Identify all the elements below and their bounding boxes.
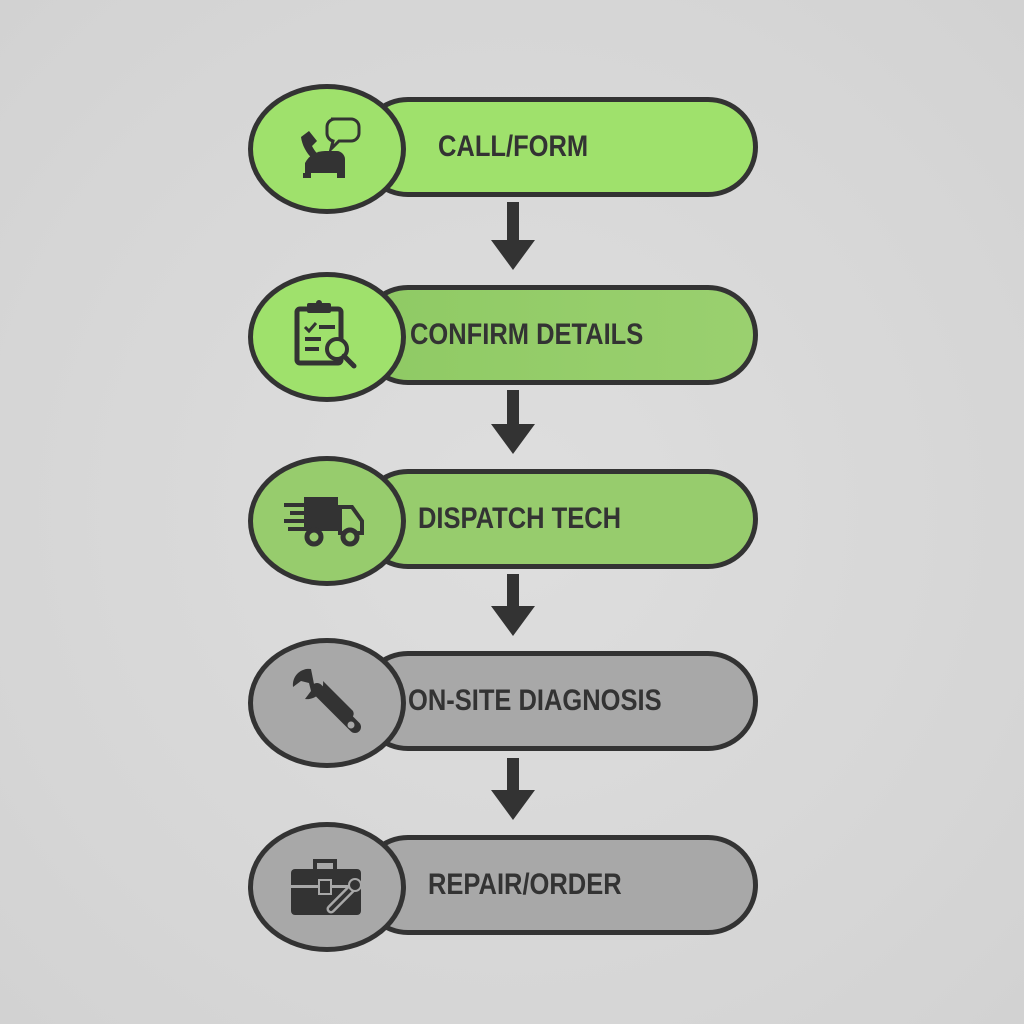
step-call-form: CALL/FORM (248, 84, 764, 216)
step-label: REPAIR/ORDER (428, 868, 622, 901)
clipboard-search-icon (291, 299, 363, 375)
step-icon-circle (248, 638, 406, 768)
phone-chat-icon (291, 113, 363, 185)
step-icon-circle (248, 822, 406, 952)
step-label: DISPATCH TECH (418, 502, 622, 535)
step-pill (358, 469, 758, 569)
toolbox-icon (287, 855, 367, 919)
step-confirm-details: CONFIRM DETAILS (248, 272, 764, 404)
down-arrow-4 (491, 758, 535, 824)
step-icon-circle (248, 272, 406, 402)
step-pill (358, 285, 758, 385)
delivery-truck-icon (282, 491, 372, 551)
step-pill (358, 97, 758, 197)
step-label: ON-SITE DIAGNOSIS (408, 684, 662, 717)
step-icon-circle (248, 456, 406, 586)
step-icon-circle (248, 84, 406, 214)
step-on-site-diagnosis: ON-SITE DIAGNOSIS (248, 638, 764, 770)
down-arrow-3 (491, 574, 535, 640)
wrench-icon (287, 663, 367, 743)
step-label: CONFIRM DETAILS (410, 318, 644, 351)
step-pill (358, 835, 758, 935)
down-arrow-2 (491, 390, 535, 458)
step-repair-order: REPAIR/ORDER (248, 822, 764, 954)
step-label: CALL/FORM (438, 130, 589, 163)
down-arrow-1 (491, 202, 535, 270)
step-dispatch-tech: DISPATCH TECH (248, 456, 764, 588)
